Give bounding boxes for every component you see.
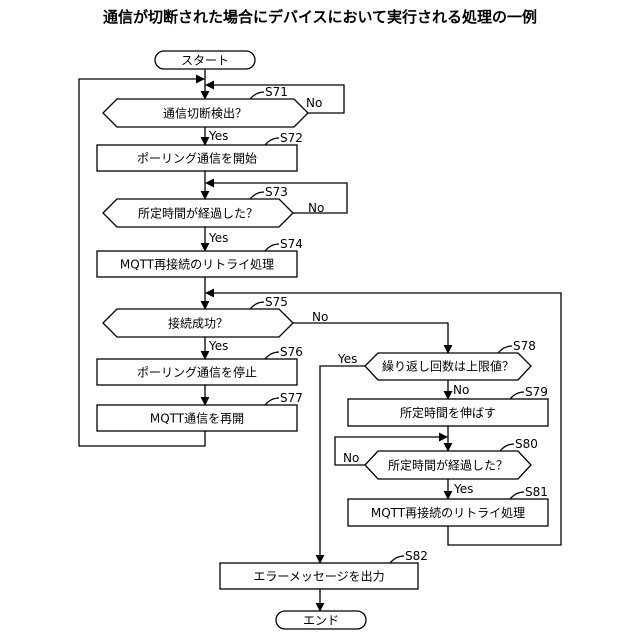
node-s73: 所定時間が経過した？ [103,199,293,227]
node-s78: 繰り返し回数は上限値？ [365,353,531,380]
label-s73-yes: Yes [208,231,228,245]
arrow-s75-no-to-s78 [293,323,448,353]
node-s77-label: MQTT通信を再開 [150,412,244,426]
leader-s79 [510,392,524,399]
step-s73: S73 [265,185,288,199]
step-s74: S74 [280,237,303,251]
node-s81: MQTT再接続のリトライ処理 [348,499,548,526]
node-s79: 所定時間を伸ばす [348,399,548,426]
step-s76: S76 [280,345,303,359]
node-s74-label: MQTT再接続のリトライ処理 [120,257,274,272]
label-s71-yes: Yes [208,129,228,143]
node-end-label: エンド [303,614,339,628]
step-s71: S71 [265,85,288,99]
node-s77: MQTT通信を再開 [97,405,297,431]
step-s77: S77 [280,391,303,405]
leader-s75 [250,302,264,309]
node-s81-label: MQTT再接続のリトライ処理 [371,505,525,520]
leader-s77 [265,398,279,405]
node-s76: ポーリング通信を停止 [97,359,297,385]
leader-s73 [250,192,264,199]
label-s78-no: No [453,383,469,397]
step-s81: S81 [525,485,548,499]
step-s79: S79 [525,385,548,399]
node-s80-label: 所定時間が経過した？ [388,458,508,473]
node-start: スタート [155,51,255,69]
node-s76-label: ポーリング通信を停止 [137,365,257,380]
node-s79-label: 所定時間を伸ばす [400,405,496,420]
leader-s74 [265,244,279,251]
node-s75: 接続成功？ [103,309,293,337]
leader-s81 [510,492,524,499]
step-s72: S72 [280,131,303,145]
node-s80: 所定時間が経過した？ [365,451,531,479]
leader-s78 [498,346,512,353]
node-s71-label: 通信切断検出？ [163,106,247,121]
label-s75-yes: Yes [208,339,228,353]
node-s74: MQTT再接続のリトライ処理 [97,251,297,277]
label-s80-yes: Yes [453,482,473,496]
node-s82-label: エラーメッセージを出力 [253,570,384,584]
leader-s72 [265,138,279,145]
node-s82: エラーメッセージを出力 [220,563,418,589]
label-s73-no: No [308,201,324,215]
node-s71: 通信切断検出？ [103,99,308,127]
step-s78: S78 [513,339,536,353]
leader-s80 [500,444,514,451]
node-end: エンド [276,611,366,629]
label-s75-no: No [312,310,328,324]
leader-s82 [390,556,404,563]
node-s73-label: 所定時間が経過した？ [138,206,258,221]
label-s71-no: No [306,96,322,110]
node-s78-label: 繰り返し回数は上限値？ [382,359,514,374]
label-s78-yes: Yes [337,352,357,366]
step-s80: S80 [515,437,538,451]
step-s82: S82 [405,549,428,563]
node-s72: ポーリング通信を開始 [97,145,297,171]
node-s75-label: 接続成功？ [168,316,228,331]
step-s75: S75 [265,295,288,309]
leader-s76 [265,352,279,359]
node-s72-label: ポーリング通信を開始 [137,152,257,166]
node-start-label: スタート [181,54,229,68]
leader-s71 [250,92,264,99]
label-s80-no: No [343,451,359,465]
